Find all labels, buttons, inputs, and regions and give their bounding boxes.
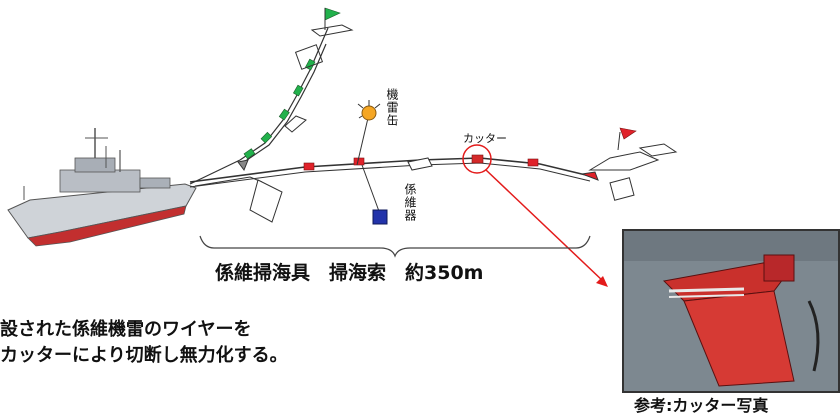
description-text: 設された係維機雷のワイヤーを カッターにより切断し無力化する。 — [0, 317, 288, 369]
cutter-icon — [471, 154, 484, 164]
mine-label: 機雷缶 — [385, 88, 399, 127]
float-chain — [239, 27, 329, 163]
cutter-label: カッター — [463, 132, 507, 145]
wire-float — [303, 157, 539, 171]
ship-icon — [7, 128, 197, 247]
mine-icon — [357, 100, 381, 121]
pointer-line — [485, 169, 605, 283]
end-float — [580, 143, 678, 201]
otter-icon — [237, 159, 283, 223]
description-line-1: 設された係維機雷のワイヤーを — [0, 319, 252, 340]
cutter-highlight — [462, 144, 492, 174]
sinker-label: 係維器 — [403, 183, 417, 222]
photo-caption: 参考:カッター写真 — [634, 396, 769, 415]
flag-icon — [243, 7, 341, 160]
description-line-2: カッターにより切断し無力化する。 — [0, 345, 288, 366]
float-icon — [284, 24, 354, 133]
cutter-photo — [622, 229, 840, 393]
sweep-caption: 係維掃海具 掃海索 約350m — [215, 262, 484, 284]
flag-icon — [619, 127, 637, 140]
length-bracket — [199, 235, 591, 258]
sweep-wire — [189, 157, 591, 188]
pointer-arrow — [596, 276, 608, 287]
sinker-icon — [372, 209, 388, 225]
